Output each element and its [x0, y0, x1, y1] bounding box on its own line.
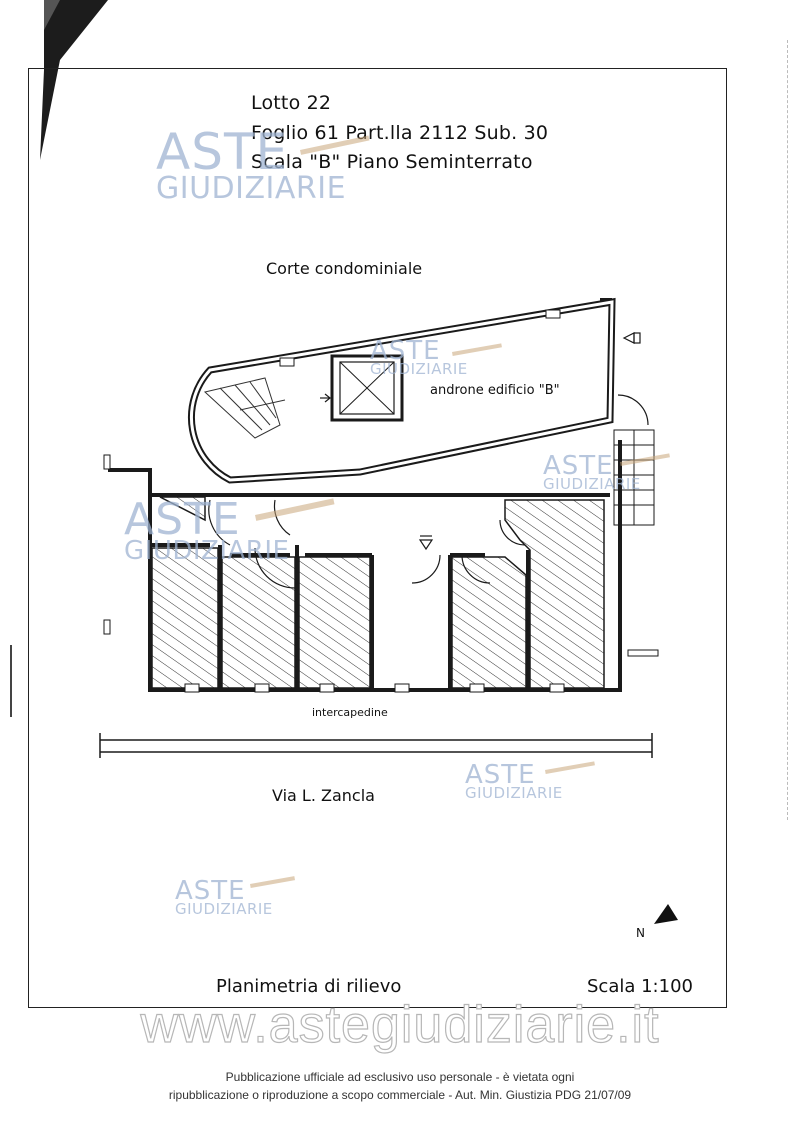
lift-shaft — [330, 354, 404, 422]
scan-left-mark — [10, 645, 12, 717]
watermark-logo: ASTE GIUDIZIARIE — [543, 451, 641, 494]
drawing-frame — [28, 68, 727, 1008]
watermark-logo: ASTE GIUDIZIARIE — [465, 760, 563, 803]
floor-reference: Scala "B" Piano Seminterrato — [251, 151, 533, 173]
plan-scale: Scala 1:100 — [587, 976, 693, 997]
watermark-logo: ASTE GIUDIZIARIE — [156, 123, 347, 206]
north-arrow-icon — [654, 904, 678, 924]
legal-notice-line-2: ripubblicazione o riproduzione a scopo c… — [168, 1088, 632, 1102]
watermark-logo: ASTE GIUDIZIARIE — [124, 494, 290, 566]
plan-title: Planimetria di rilievo — [216, 976, 402, 997]
cellar-units — [151, 496, 605, 689]
scan-edge-line — [787, 40, 788, 820]
lot-number: Lotto 22 — [251, 92, 332, 114]
lobby-label: androne edificio "B" — [430, 383, 560, 398]
courtyard-label: Corte condominiale — [266, 259, 423, 278]
cadastral-reference: Foglio 61 Part.lla 2112 Sub. 30 — [251, 122, 549, 144]
watermark-logo: ASTE GIUDIZIARIE — [175, 876, 273, 919]
scan-corner-shadow — [40, 0, 108, 160]
windows — [103, 309, 659, 693]
plan-symbols — [320, 332, 641, 551]
cavity-line — [99, 733, 653, 758]
watermark-logo: ASTE GIUDIZIARIE — [370, 336, 468, 379]
cavity-label: intercapedine — [312, 706, 388, 719]
legal-notice-line-1: Pubblicazione ufficiale ad esclusivo uso… — [225, 1070, 575, 1084]
corridor-walls — [150, 493, 610, 690]
north-label: N — [636, 926, 645, 940]
watermark-site-url: www.astegiudiziarie.it — [140, 995, 660, 1054]
street-label: Via L. Zancla — [272, 786, 375, 805]
door-swings — [208, 394, 649, 589]
stair — [203, 377, 286, 439]
